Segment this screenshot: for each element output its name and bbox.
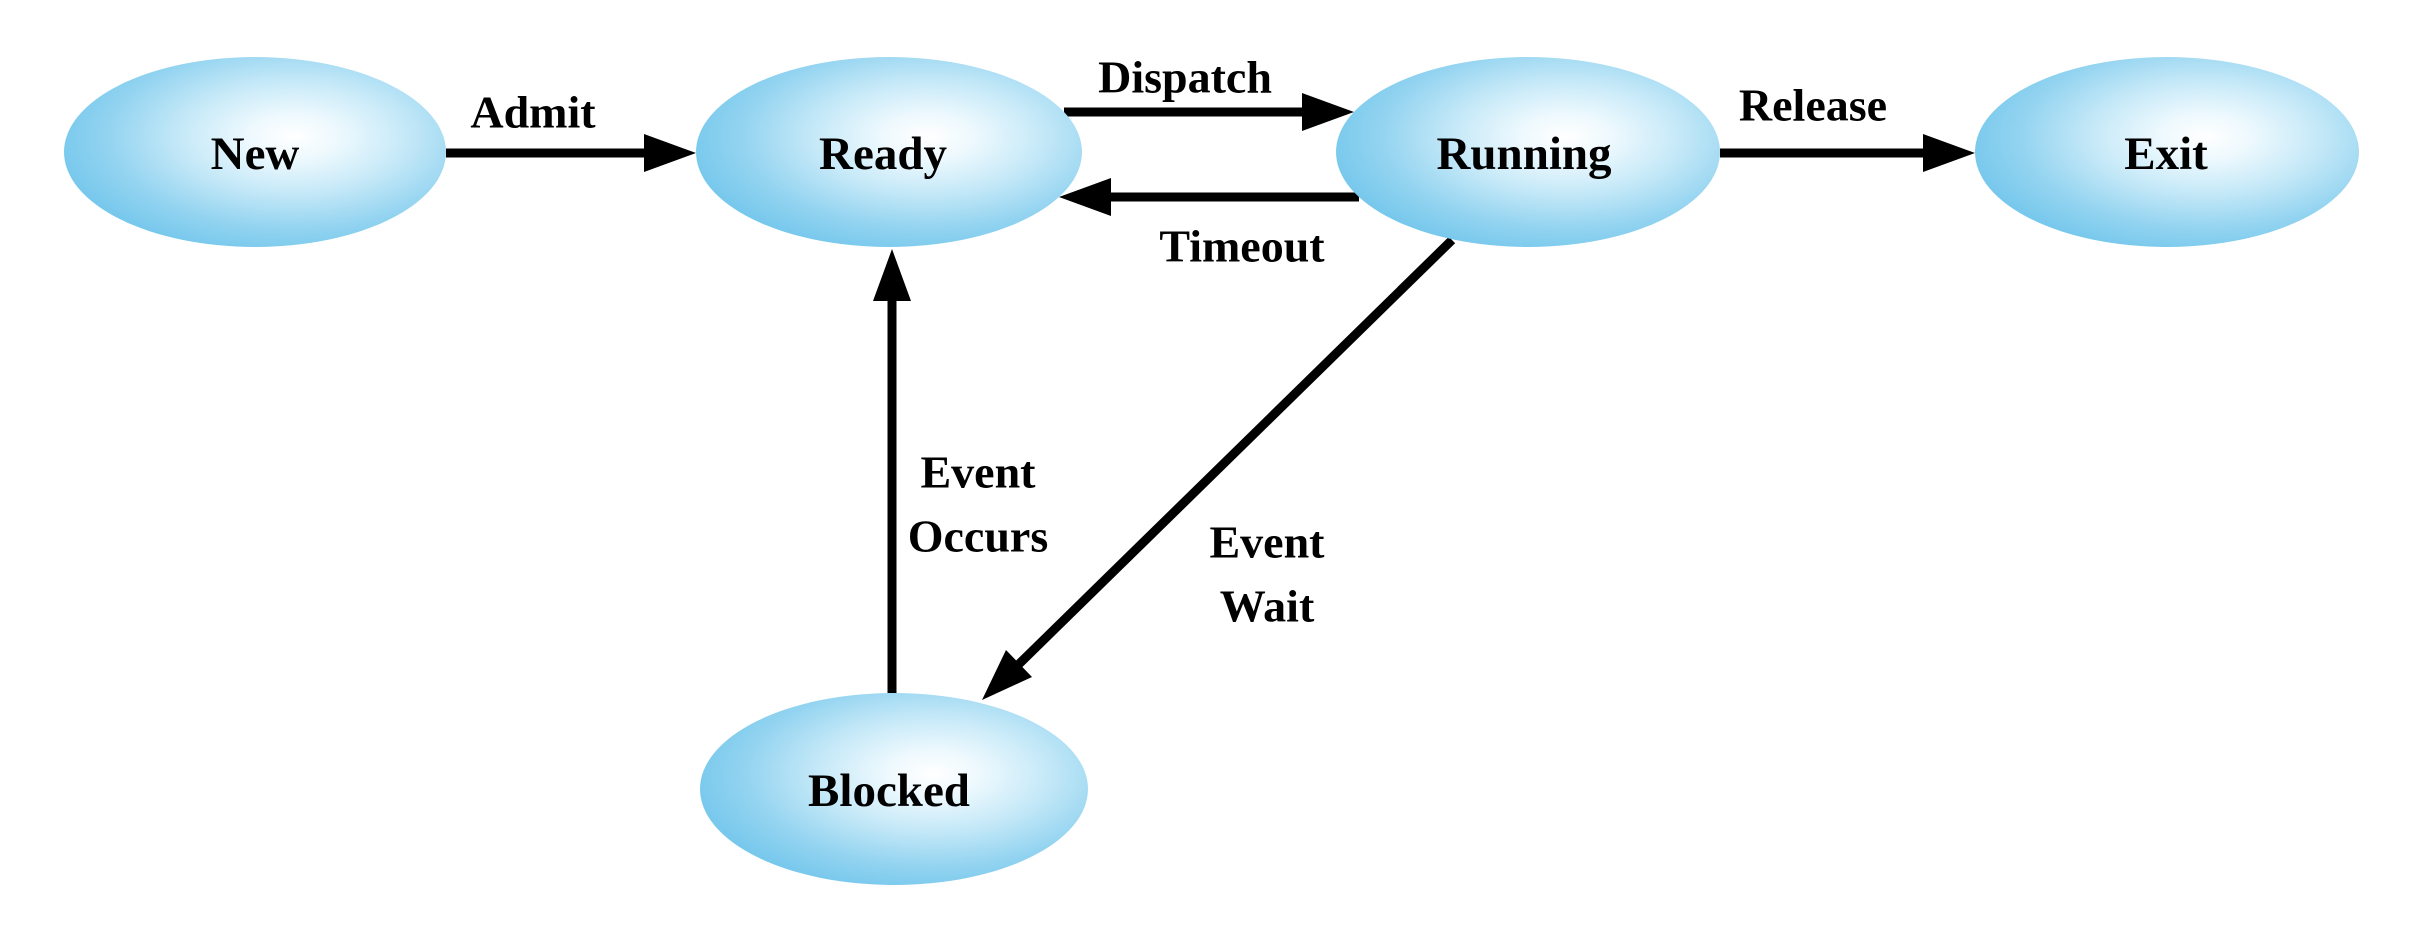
transition-label-event-wait-line2: Wait [1220,581,1315,632]
node-running-ellipse [1336,57,1720,247]
transition-label-timeout: Timeout [1159,221,1325,272]
node-ready-ellipse [696,57,1082,247]
transition-event-wait: Event Wait [982,236,1456,700]
transition-label-release: Release [1739,80,1887,131]
transition-release: Release [1720,80,1975,172]
transition-label-event-wait-line1: Event [1210,517,1326,568]
release-arrowhead [1923,134,1975,172]
node-exit-ellipse [1975,57,2359,247]
dispatch-arrowhead [1302,93,1354,131]
transition-dispatch: Dispatch [1064,52,1354,131]
node-new-ellipse [64,57,446,247]
node-new-label: New [211,128,300,180]
transition-label-admit: Admit [470,87,596,138]
node-running: Running [1336,57,1720,247]
event-wait-arrow-shaft [1015,236,1456,668]
node-ready: Ready [696,57,1082,247]
transition-event-occurs: Event Occurs [873,249,1048,694]
event-wait-arrowhead [982,650,1032,700]
transition-label-event-occurs-line1: Event [921,447,1037,498]
node-exit-label: Exit [2124,128,2208,180]
event-occurs-arrowhead [873,249,911,301]
node-blocked-label: Blocked [808,765,970,817]
timeout-arrowhead [1059,178,1111,216]
transition-label-dispatch: Dispatch [1098,52,1272,103]
node-exit: Exit [1975,57,2359,247]
transition-admit: Admit [446,87,696,172]
node-ready-label: Ready [819,128,947,180]
transition-label-event-occurs-line2: Occurs [908,511,1049,562]
node-new: New [64,57,446,247]
admit-arrowhead [644,134,696,172]
node-blocked-ellipse [700,693,1088,885]
node-blocked: Blocked [700,693,1088,885]
transition-timeout: Timeout [1059,178,1359,272]
node-running-label: Running [1436,128,1612,180]
